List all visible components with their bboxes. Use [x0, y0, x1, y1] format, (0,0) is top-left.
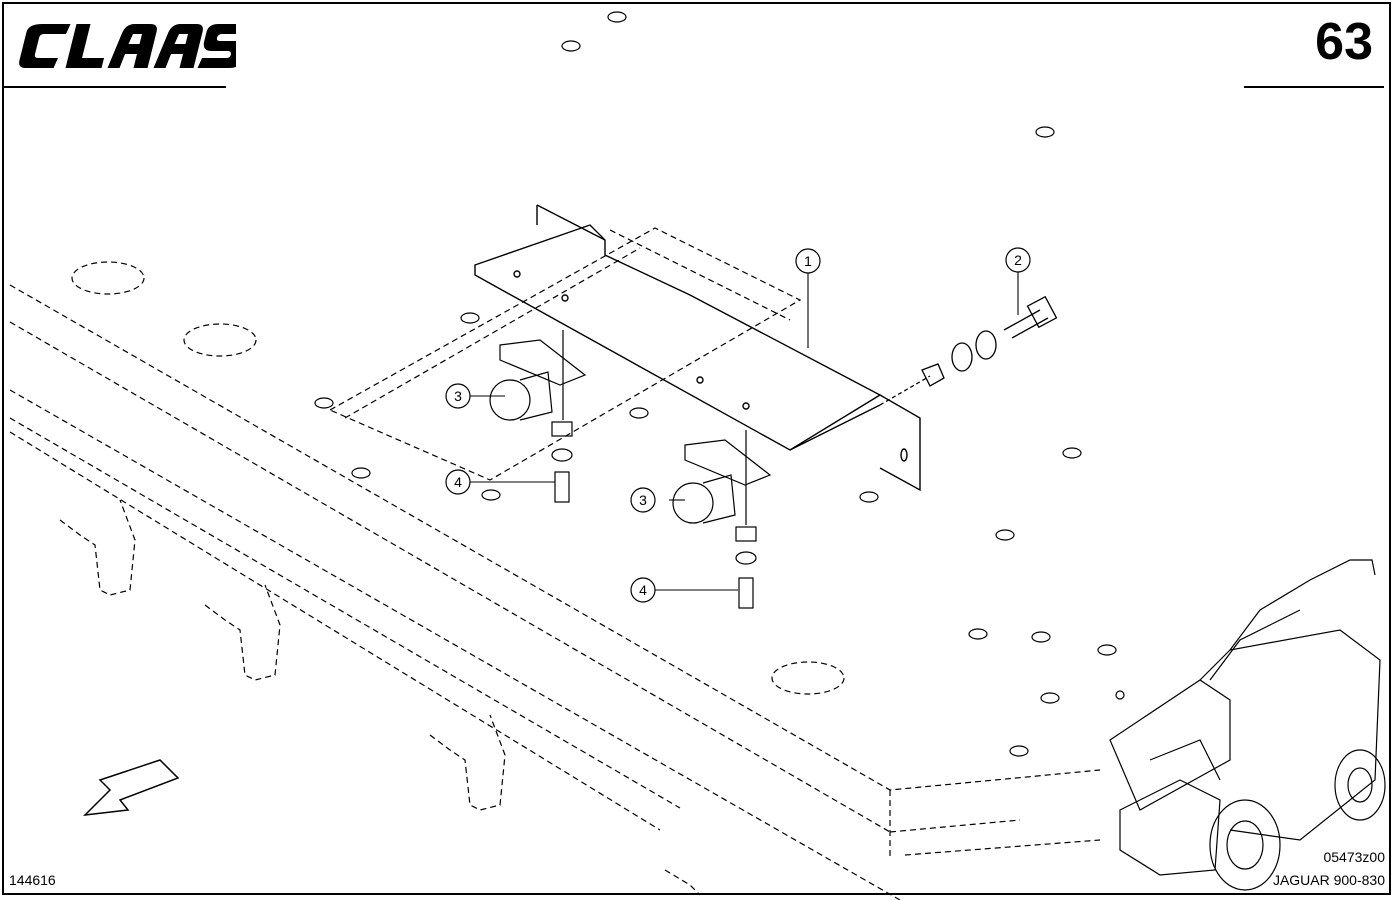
callout-label-3a: 3 — [454, 388, 462, 404]
callout-label-2: 2 — [1014, 252, 1022, 268]
callout-label-4a: 4 — [454, 474, 462, 490]
rubber-buffer-right — [672, 430, 772, 609]
callout-3a — [445, 383, 471, 409]
hole-marks — [314, 11, 1117, 757]
callout-leaders — [470, 272, 1019, 591]
callout-label-1: 1 — [804, 253, 812, 269]
harvester-thumbnail — [1109, 559, 1386, 891]
figure-id: 05473z00 — [1323, 849, 1385, 865]
rubber-buffer-left — [489, 330, 587, 503]
bolt-washer-assembly — [879, 295, 1058, 406]
callout-2 — [1005, 247, 1031, 273]
callout-label-4b: 4 — [639, 582, 647, 598]
callout-4b — [630, 577, 656, 603]
callout-label-3b: 3 — [639, 492, 647, 508]
chassis-outline — [9, 227, 1101, 900]
bracket-part-1 — [474, 204, 921, 492]
callout-4a — [445, 469, 471, 495]
callout-1 — [795, 248, 821, 274]
claas-logo — [19, 24, 236, 68]
page-number: 63 — [1315, 13, 1373, 71]
model-name: JAGUAR 900-830 — [1272, 872, 1385, 888]
header-rule-left — [4, 86, 226, 88]
document-id: 144616 — [9, 872, 56, 888]
direction-arrow-icon — [82, 759, 180, 816]
header-rule-right — [1244, 86, 1384, 88]
callout-3b — [630, 487, 656, 513]
